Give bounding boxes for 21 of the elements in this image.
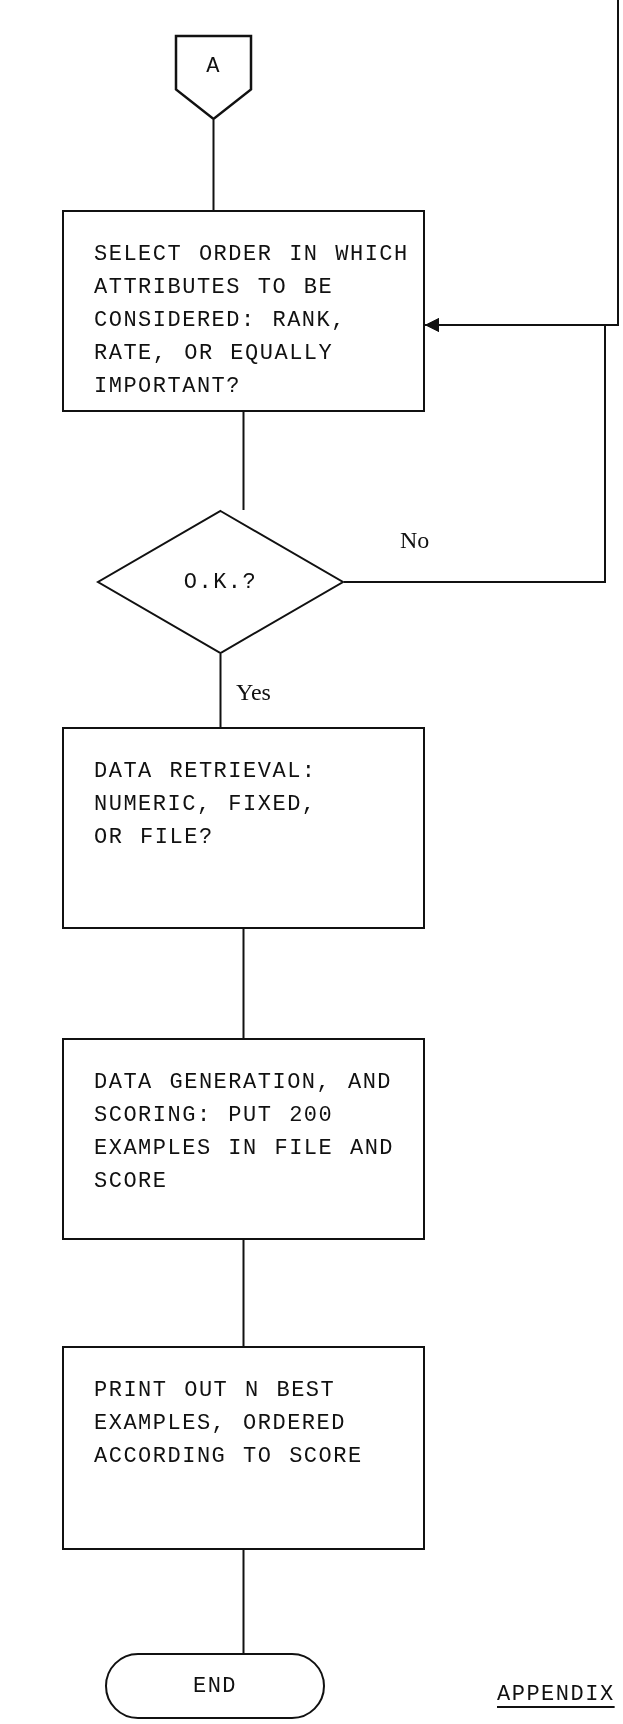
node-text: O.K.? <box>183 568 258 597</box>
connector-line <box>219 653 222 728</box>
connector-line <box>212 119 215 211</box>
connector-line <box>242 1239 245 1347</box>
node-text: SELECT ORDER IN WHICH ATTRIBUTES TO BE CONSIDERED: RANK, RATE, OR EQUALLY IMPORTANT? <box>94 241 410 401</box>
process-box <box>62 210 425 412</box>
decision-diamond <box>97 510 344 654</box>
connector-line <box>242 1549 245 1654</box>
node-text: A <box>206 53 221 81</box>
process-box <box>62 1038 425 1240</box>
off-page-connector <box>175 35 252 120</box>
arrow <box>424 0 619 332</box>
process-box <box>62 727 425 929</box>
connector-line <box>242 928 245 1039</box>
node-text: DATA RETRIEVAL: NUMERIC, FIXED, OR FILE? <box>94 758 318 852</box>
appendix-heading: APPENDIX <box>497 1682 615 1707</box>
node-text: END <box>192 1672 238 1701</box>
connector-line <box>242 411 245 511</box>
process-box <box>62 1346 425 1550</box>
node-text: DATA GENERATION, AND SCORING: PUT 200 EXAMPLES IN FILE AND SCORE <box>94 1069 396 1196</box>
node-text: PRINT OUT N BEST EXAMPLES, ORDERED ACCORDING TO SCORE <box>94 1377 364 1471</box>
